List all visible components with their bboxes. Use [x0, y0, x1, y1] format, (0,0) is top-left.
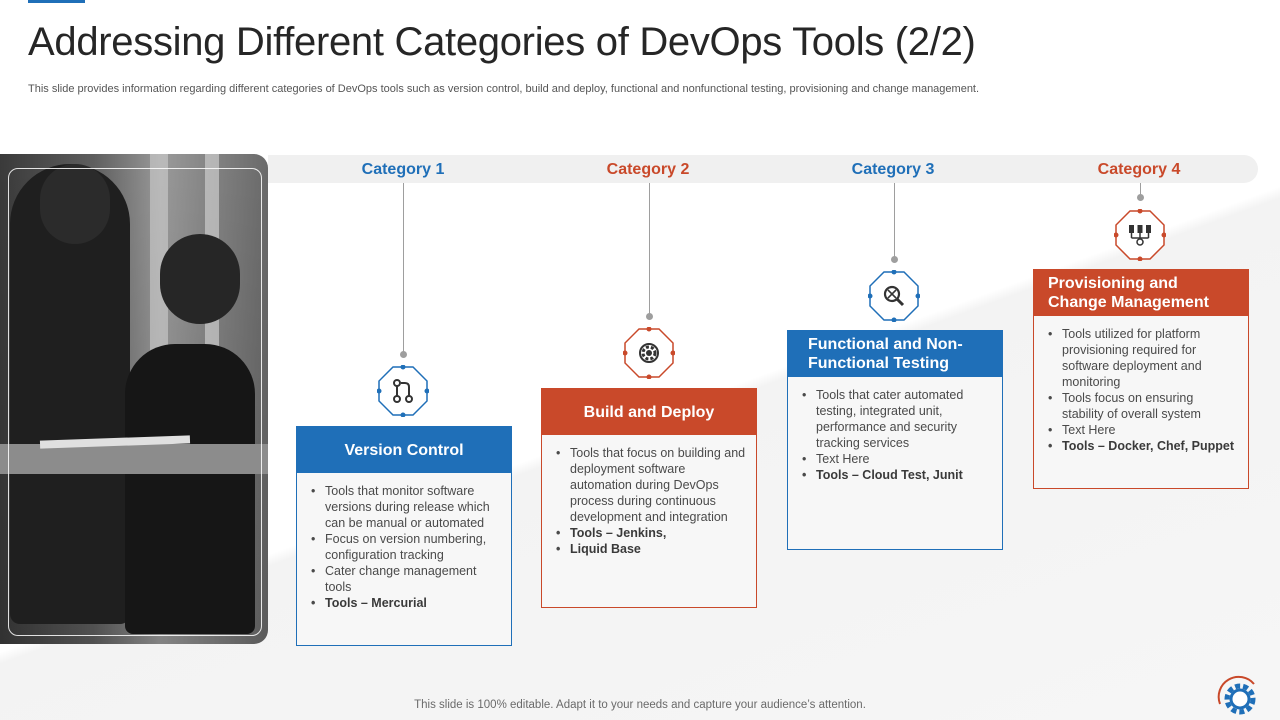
category-3-heading: Functional and Non-Functional Testing — [788, 331, 1002, 377]
category-2-body: Tools that focus on building and deploym… — [542, 435, 756, 607]
bullet-item: Text Here — [1046, 422, 1238, 438]
category-1-card: Version Control Tools that monitor softw… — [296, 426, 512, 646]
category-4-card: Provisioning and Change Management Tools… — [1033, 269, 1249, 489]
bullet-item: Tools – Mercurial — [309, 595, 501, 611]
photo-frame — [8, 168, 262, 636]
category-1-label: Category 1 — [361, 161, 445, 178]
servers-icon — [1114, 209, 1166, 261]
category-1-connector — [400, 183, 407, 358]
category-3-body: Tools that cater automated testing, inte… — [788, 377, 1002, 549]
category-1-heading: Version Control — [297, 427, 511, 473]
slide-title: Addressing Different Categories of DevOp… — [28, 20, 976, 64]
photo-person-seated — [125, 344, 255, 634]
category-4-label: Category 4 — [1097, 161, 1181, 178]
bullet-item: Tools focus on ensuring stability of ove… — [1046, 390, 1238, 422]
category-3-label: Category 3 — [851, 161, 935, 178]
category-2-card: Build and Deploy Tools that focus on bui… — [541, 388, 757, 608]
bullet-item: Text Here — [800, 451, 992, 467]
category-band — [268, 155, 1258, 183]
bullet-item: Tools that focus on building and deploym… — [554, 445, 746, 525]
category-3-card: Functional and Non-Functional Testing To… — [787, 330, 1003, 550]
bullet-item: Tools – Jenkins, — [554, 525, 746, 541]
magnifier-tools-icon — [868, 270, 920, 322]
bullet-item: Tools that monitor software versions dur… — [309, 483, 501, 531]
git-branch-icon — [377, 365, 429, 417]
photo-person-head — [160, 234, 240, 324]
slide-footer: This slide is 100% editable. Adapt it to… — [414, 699, 866, 711]
bullet-item: Tools utilized for platform provisioning… — [1046, 326, 1238, 390]
category-3-connector — [891, 183, 898, 263]
category-2-connector — [646, 183, 653, 320]
category-4-heading: Provisioning and Change Management — [1034, 270, 1248, 316]
category-4-connector — [1137, 183, 1144, 201]
bullet-item: Tools – Cloud Test, Junit — [800, 467, 992, 483]
category-2-heading: Build and Deploy — [542, 389, 756, 435]
category-4-body: Tools utilized for platform provisioning… — [1034, 316, 1248, 488]
bullet-item: Focus on version numbering, configuratio… — [309, 531, 501, 563]
photo-table — [0, 444, 268, 474]
category-4-bullets: Tools utilized for platform provisioning… — [1046, 326, 1238, 454]
bullet-item: Cater change management tools — [309, 563, 501, 595]
category-3-bullets: Tools that cater automated testing, inte… — [800, 387, 992, 483]
category-1-bullets: Tools that monitor software versions dur… — [309, 483, 501, 611]
gear-logo-icon — [1214, 674, 1264, 720]
slide-subtitle: This slide provides information regardin… — [28, 83, 980, 95]
bullet-item: Tools – Docker, Chef, Puppet — [1046, 438, 1238, 454]
top-accent-bar — [28, 0, 85, 3]
team-photo — [0, 154, 268, 644]
category-2-bullets: Tools that focus on building and deploym… — [554, 445, 746, 557]
gear-icon — [623, 327, 675, 379]
bullet-item: Liquid Base — [554, 541, 746, 557]
category-2-label: Category 2 — [606, 161, 690, 178]
bullet-item: Tools that cater automated testing, inte… — [800, 387, 992, 451]
category-1-body: Tools that monitor software versions dur… — [297, 473, 511, 645]
photo-person-head — [40, 164, 110, 244]
